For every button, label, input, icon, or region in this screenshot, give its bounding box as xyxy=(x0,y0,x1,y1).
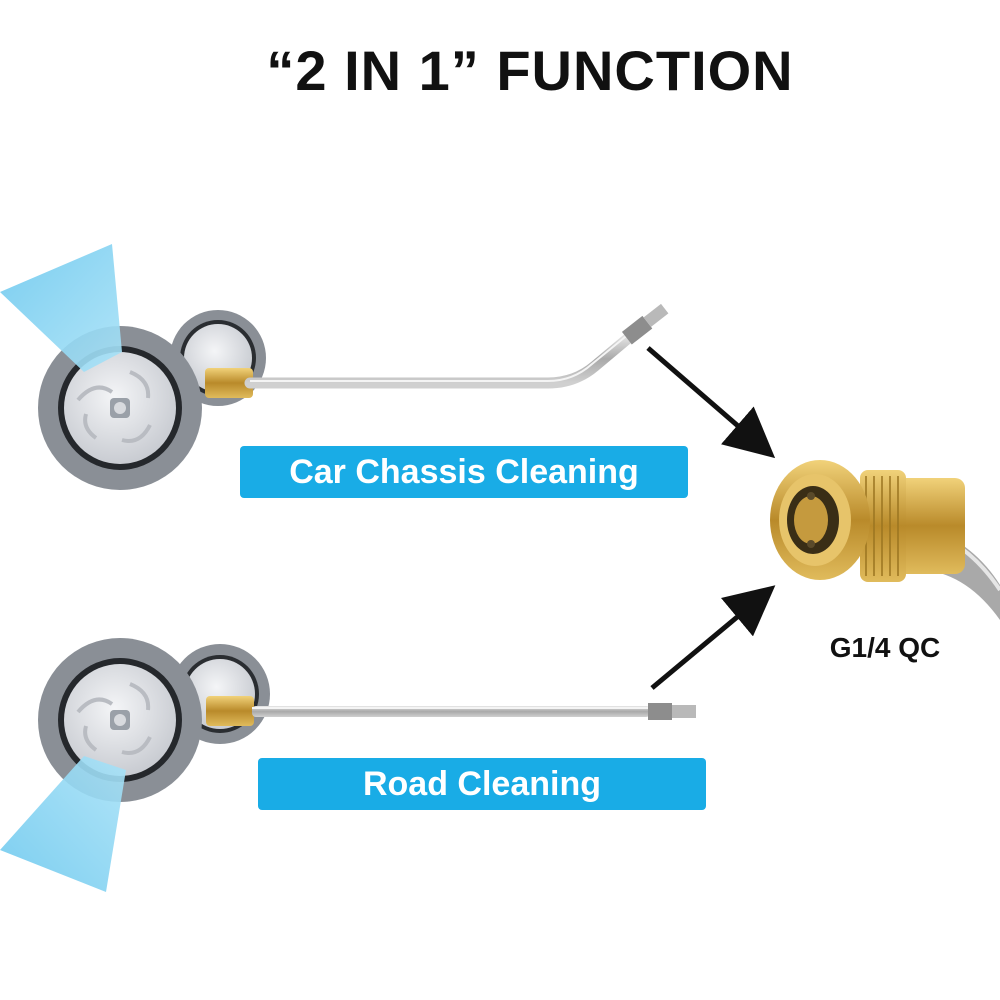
arrow-icon xyxy=(646,346,776,459)
car-chassis-cleaning-label: Car Chassis Cleaning xyxy=(240,446,688,498)
brass-fitting xyxy=(205,368,253,398)
brass-connector-icon xyxy=(770,460,1000,620)
quick-plug xyxy=(648,703,696,720)
wheel-icon xyxy=(38,638,202,802)
brass-fitting xyxy=(206,696,254,726)
steel-wand xyxy=(244,329,638,389)
quick-plug xyxy=(621,303,669,345)
arrow-icon xyxy=(650,585,776,690)
page-title: “2 IN 1” FUNCTION xyxy=(266,39,794,102)
water-spray-icon xyxy=(0,244,122,372)
road-cleaning-label: Road Cleaning xyxy=(258,758,706,810)
chassis-cleaner-tool xyxy=(0,244,669,490)
road-cleaner-tool xyxy=(0,638,696,892)
water-spray-icon xyxy=(0,756,126,892)
connector-label: G1/4 QC xyxy=(829,632,941,663)
